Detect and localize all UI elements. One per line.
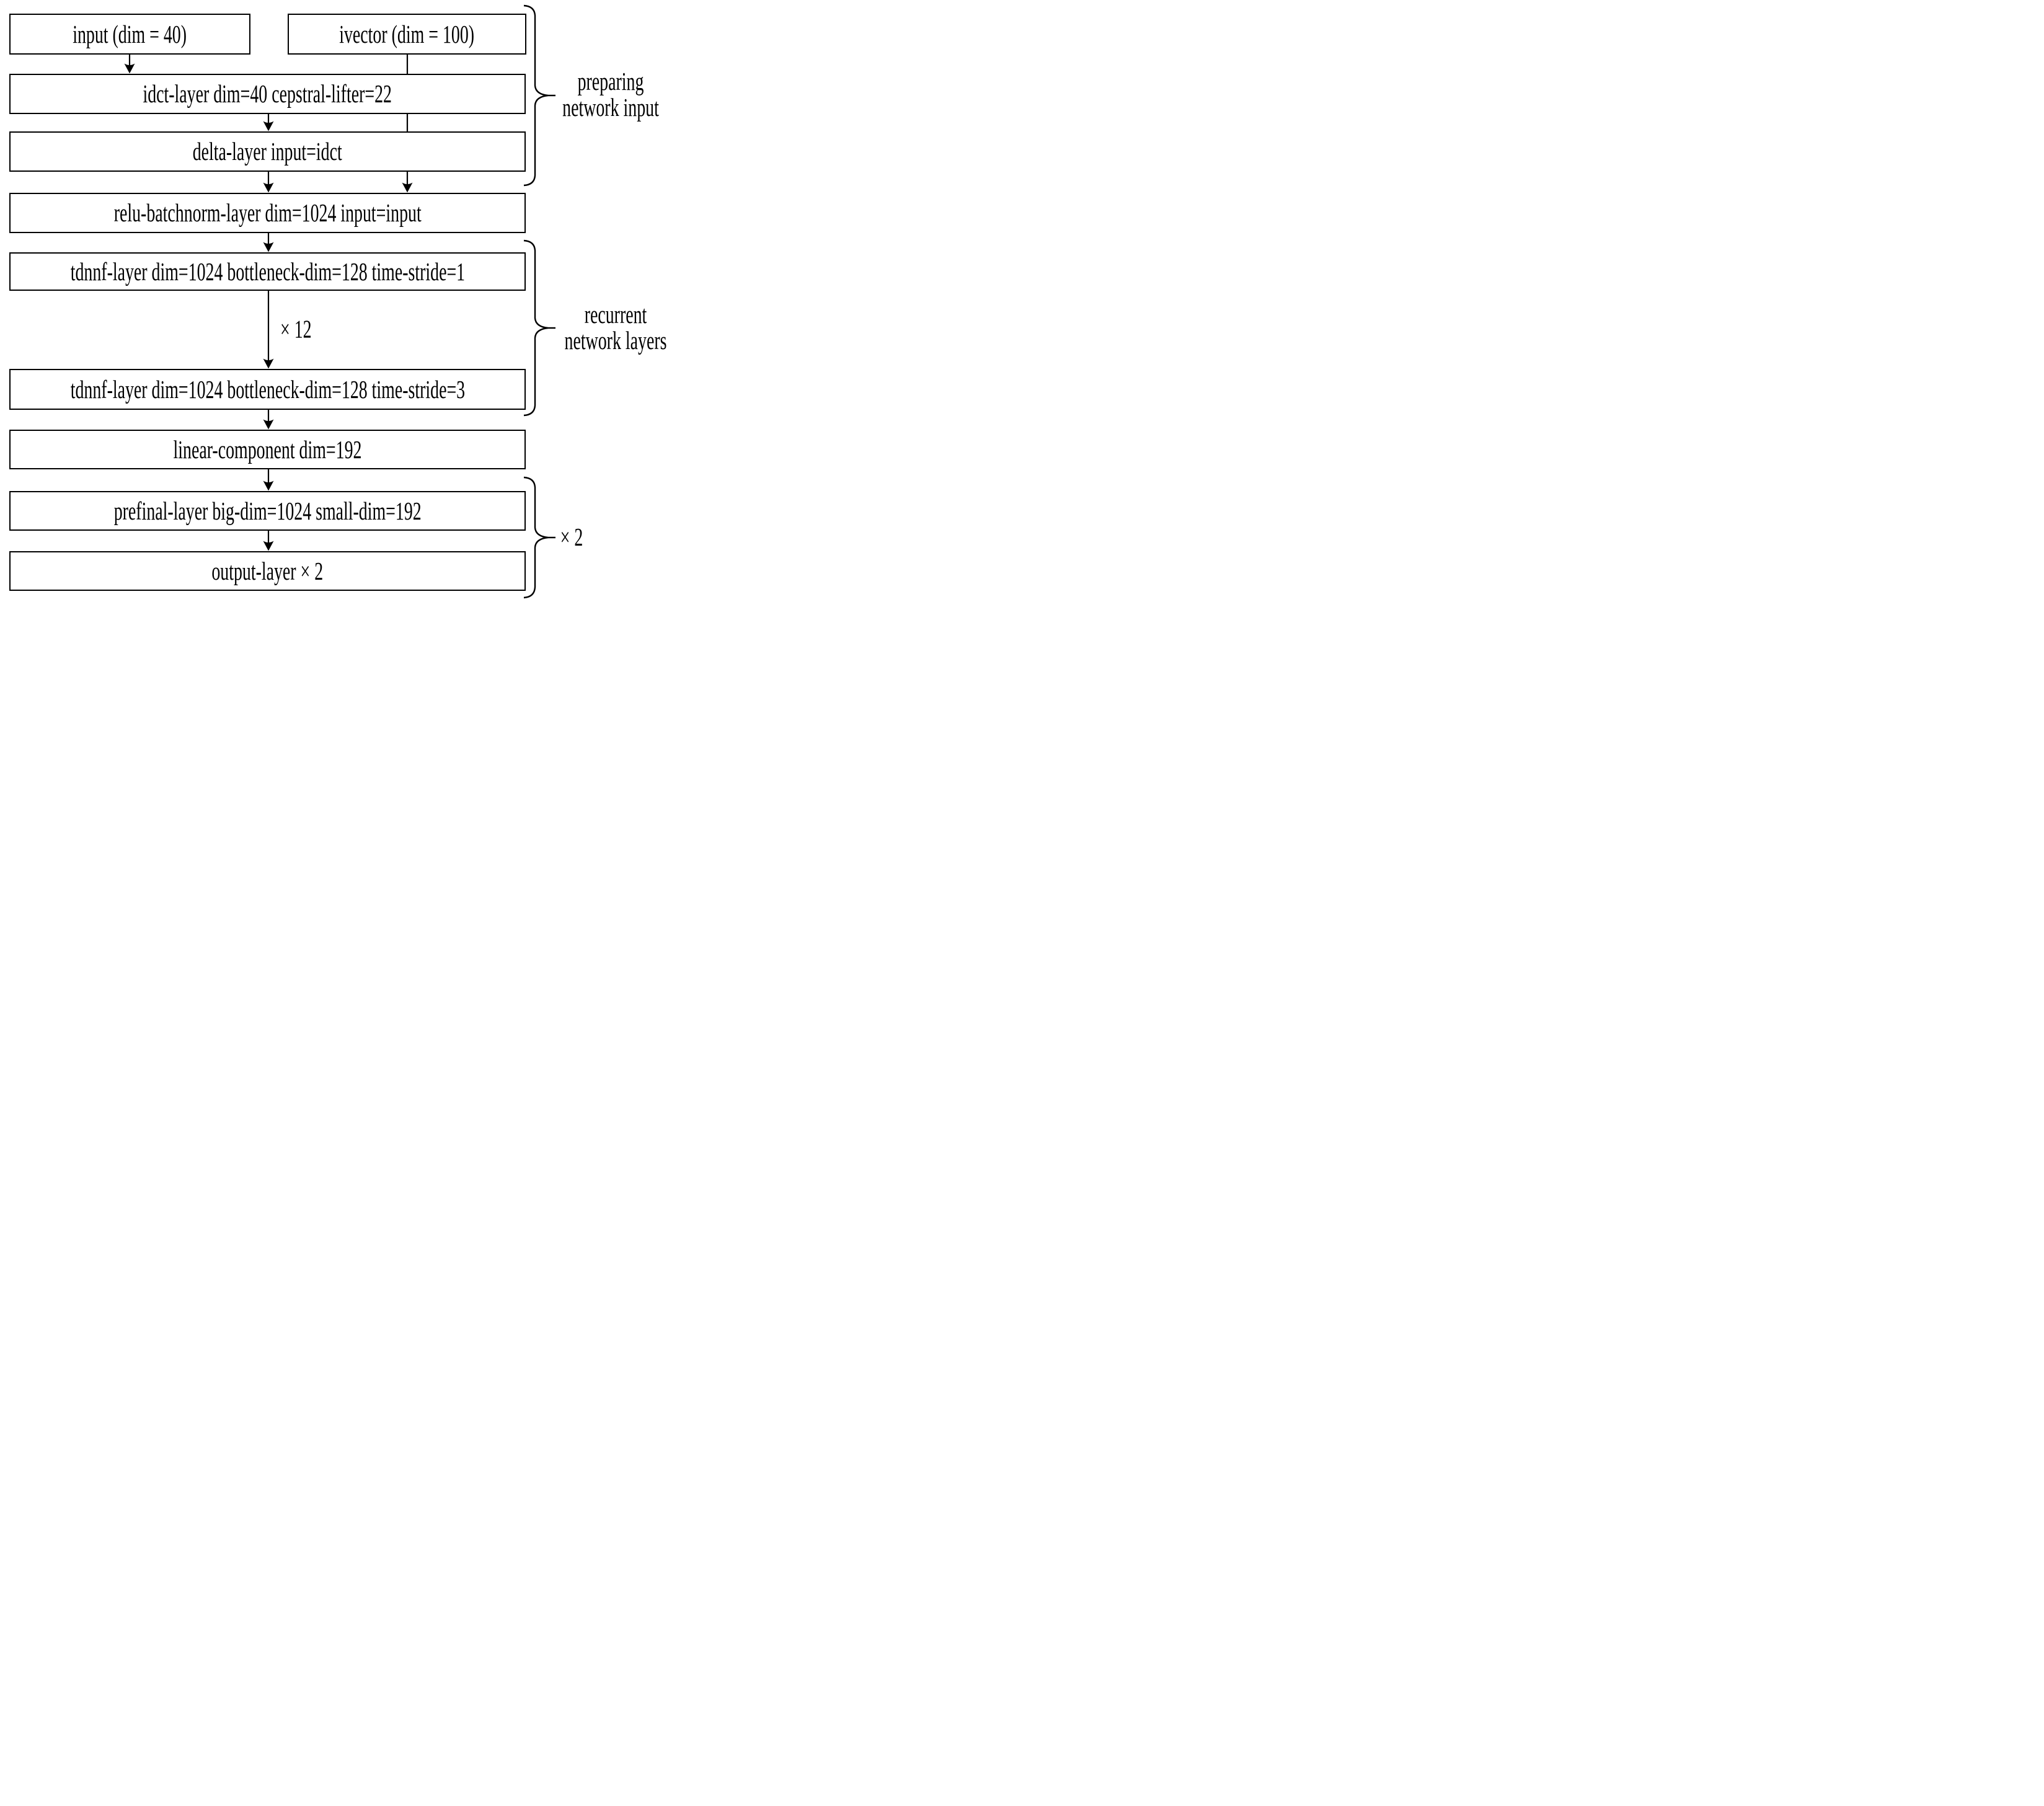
node-tdnnf-layer-stride1-label: tdnnf-layer dim=1024 bottleneck-dim=128 … <box>70 257 465 286</box>
arrow-linear-to-prefinal <box>263 469 274 491</box>
group-label-preparing-network-input: preparing network input <box>562 67 659 122</box>
node-relu-batchnorm-layer: relu-batchnorm-layer dim=1024 input=inpu… <box>9 193 526 233</box>
arrow-idct-to-delta <box>263 114 274 131</box>
group-label-times-2: × 2 <box>560 523 583 552</box>
diagram-canvas: input (dim = 40) ivector (dim = 100) idc… <box>0 0 681 602</box>
node-ivector: ivector (dim = 100) <box>288 14 526 55</box>
node-delta-layer-label: delta-layer input=idct <box>193 137 342 166</box>
group-label-preparing-line1: preparing <box>577 67 644 96</box>
group-label-preparing-line2: network input <box>562 93 659 122</box>
node-tdnnf-layer-stride1: tdnnf-layer dim=1024 bottleneck-dim=128 … <box>9 252 526 291</box>
group-label-recurrent-line1: recurrent <box>584 300 647 329</box>
brace-final-repeat <box>523 476 555 599</box>
node-output-layer: output-layer × 2 <box>9 551 526 591</box>
node-prefinal-layer: prefinal-layer big-dim=1024 small-dim=19… <box>9 491 526 531</box>
group-label-recurrent-network-layers: recurrent network layers <box>564 300 667 355</box>
node-output-layer-label: output-layer × 2 <box>211 556 324 585</box>
node-linear-component-label: linear-component dim=192 <box>173 435 362 464</box>
node-tdnnf-layer-stride3: tdnnf-layer dim=1024 bottleneck-dim=128 … <box>9 369 526 410</box>
node-ivector-label: ivector (dim = 100) <box>339 19 475 48</box>
node-idct-layer-label: idct-layer dim=40 cepstral-lifter=22 <box>143 79 392 108</box>
node-input: input (dim = 40) <box>9 14 250 55</box>
node-linear-component: linear-component dim=192 <box>9 430 526 469</box>
repeat-times-12-label: × 12 <box>280 314 312 343</box>
node-idct-layer: idct-layer dim=40 cepstral-lifter=22 <box>9 74 526 114</box>
node-prefinal-layer-label: prefinal-layer big-dim=1024 small-dim=19… <box>113 496 422 525</box>
node-input-label: input (dim = 40) <box>73 19 187 48</box>
group-label-recurrent-line2: network layers <box>564 326 667 355</box>
brace-recurrent-network-layers <box>523 239 555 417</box>
arrow-relu-to-tdnnf1 <box>263 233 274 252</box>
arrow-prefinal-to-output <box>263 531 274 551</box>
arrow-delta-to-relu <box>263 172 274 193</box>
node-tdnnf-layer-stride3-label: tdnnf-layer dim=1024 bottleneck-dim=128 … <box>70 374 465 404</box>
arrow-tdnnf3-to-linear <box>263 410 274 430</box>
brace-preparing-network-input <box>523 4 555 187</box>
connector-layer <box>124 4 555 599</box>
arrow-input-to-idct <box>124 55 135 74</box>
node-relu-batchnorm-layer-label: relu-batchnorm-layer dim=1024 input=inpu… <box>113 198 422 227</box>
node-delta-layer: delta-layer input=idct <box>9 131 526 172</box>
arrow-tdnnf-repeat <box>263 291 274 369</box>
arrow-ivector-to-relu <box>402 172 413 193</box>
